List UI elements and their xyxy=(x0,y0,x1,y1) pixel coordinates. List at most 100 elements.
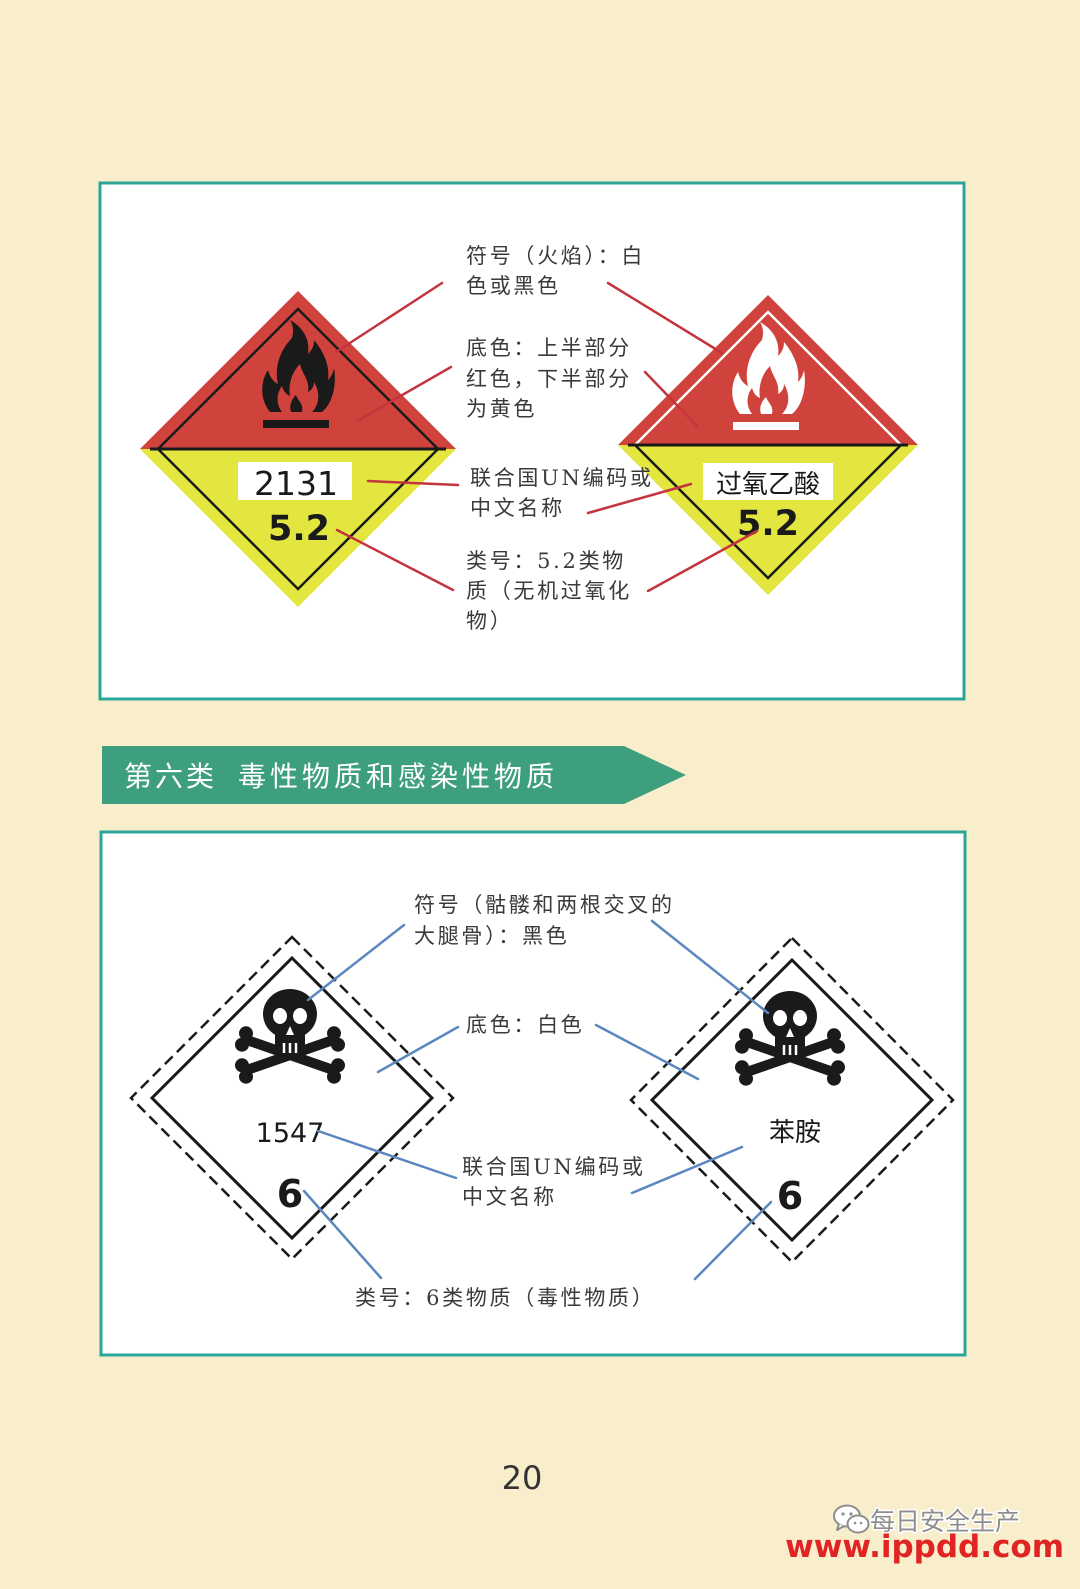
leader-line xyxy=(693,1200,773,1281)
bone-knob xyxy=(739,1071,753,1086)
bone-knob xyxy=(735,1060,749,1075)
annotation-line: 物） xyxy=(466,609,513,633)
chat-bubble-tail xyxy=(836,1523,845,1531)
annotation-line: 红色，下半部分 xyxy=(466,367,632,391)
placard-inner-border xyxy=(149,955,435,1241)
bone-knob xyxy=(239,1069,253,1084)
skull-head xyxy=(263,989,317,1039)
leader-line xyxy=(650,919,770,1015)
annotation-line: 为黄色 xyxy=(466,397,537,421)
leader-line xyxy=(366,479,460,487)
bone-knob xyxy=(831,1060,845,1075)
leader-line xyxy=(594,1023,700,1081)
annotation-class-number: 类号：6类物质（毒性物质） xyxy=(355,1286,655,1310)
placard-inner-border-top xyxy=(634,310,902,446)
annotation-line: 类号：6类物质（毒性物质） xyxy=(355,1286,655,1310)
placard-6-chinese-name: 苯胺 6 xyxy=(629,936,955,1264)
flame-icon xyxy=(732,322,805,430)
annotation-line: 底色：上半部分 xyxy=(466,336,632,360)
skull-eye xyxy=(293,1008,307,1024)
skull-crossbones-icon xyxy=(235,989,345,1084)
un-number: 1547 xyxy=(256,1118,325,1149)
leader-line xyxy=(335,528,455,592)
bone-knob xyxy=(739,1028,753,1043)
flame-icon xyxy=(262,320,335,428)
leader-line xyxy=(376,1025,460,1074)
class-number: 6 xyxy=(277,1172,303,1216)
annotation-line: 符号（火焰）：白 xyxy=(466,244,645,268)
leader-line xyxy=(643,370,699,428)
placard-bottom-yellow xyxy=(140,449,456,607)
bone-knob xyxy=(827,1071,841,1086)
skull-nose xyxy=(786,1028,794,1037)
leader-line xyxy=(334,281,444,354)
leader-line xyxy=(630,1145,744,1195)
annotation-line: 联合国UN编码或 xyxy=(470,466,654,490)
banner-class-label: 第六类 xyxy=(124,760,217,793)
un-number: 2131 xyxy=(254,464,338,503)
leader-line xyxy=(355,365,453,423)
chinese-name-box xyxy=(703,463,833,500)
leader-line xyxy=(302,1189,383,1280)
leader-line xyxy=(316,1129,458,1180)
leader-line xyxy=(646,529,759,593)
skull-crossbones-icon xyxy=(735,991,845,1086)
leader-lines-red xyxy=(334,281,759,593)
page-number: 20 xyxy=(502,1459,543,1497)
annotation-line: 中文名称 xyxy=(470,496,565,520)
annotation-un-code: 联合国UN编码或 中文名称 xyxy=(462,1155,643,1209)
placard-5-2-chinese-name: 过氧乙酸 5.2 xyxy=(618,295,918,595)
placard-6-un-number: 1547 6 xyxy=(129,935,455,1261)
skull-head xyxy=(763,991,817,1041)
flame-core xyxy=(760,397,773,414)
section-banner: 第六类 毒性物质和感染性物质 xyxy=(102,746,686,804)
leader-line xyxy=(586,482,693,515)
annotation-un-code: 联合国UN编码或 中文名称 xyxy=(470,466,654,520)
annotation-line: 类号：5.2类物 xyxy=(466,549,626,573)
chat-eye xyxy=(853,1521,857,1525)
flame-inner-cutout xyxy=(277,364,319,412)
bone-knob xyxy=(327,1026,341,1041)
flame-base-bar xyxy=(733,422,799,430)
chat-bubble-small xyxy=(846,1514,870,1534)
annotation-base-color: 底色：上半部分 红色，下半部分 为黄色 xyxy=(466,336,632,421)
placard-outer-dashed-edge xyxy=(129,935,455,1261)
leader-line xyxy=(606,281,724,355)
top-figure: 2131 5.2 过氧乙酸 5.2 符号（火焰）：白 色或黑色 xyxy=(98,181,966,701)
annotation-symbol: 符号（火焰）：白 色或黑色 xyxy=(466,244,645,298)
annotation-class-number: 类号：5.2类物 质（无机过氧化 物） xyxy=(466,549,629,633)
bone-knob xyxy=(235,1037,249,1052)
chinese-name: 苯胺 xyxy=(769,1118,821,1148)
flame-core xyxy=(290,395,303,412)
bone-knob xyxy=(831,1039,845,1054)
banner-arrow xyxy=(102,746,686,804)
bone-knob xyxy=(327,1069,341,1084)
bone-knob xyxy=(827,1028,841,1043)
annotation-line: 色或黑色 xyxy=(466,274,561,298)
watermark-account-name: 每日安全生产 xyxy=(870,1507,1020,1536)
leader-lines-blue xyxy=(302,919,773,1281)
un-number-box xyxy=(238,462,352,500)
annotation-symbol: 符号（骷髅和两根交叉的 大腿骨）：黑色 xyxy=(414,893,675,948)
bone-knob xyxy=(735,1039,749,1054)
annotation-line: 符号（骷髅和两根交叉的 xyxy=(414,893,675,917)
annotation-line: 中文名称 xyxy=(462,1185,557,1209)
skull-eye xyxy=(793,1010,807,1026)
chat-eye xyxy=(849,1512,853,1516)
watermark-site-url: www.ippdd.com xyxy=(785,1529,1064,1565)
banner-title: 毒性物质和感染性物质 xyxy=(238,760,558,793)
placard-bottom-yellow xyxy=(618,445,918,595)
placard-inner-border xyxy=(649,957,935,1243)
wechat-icon xyxy=(833,1504,870,1534)
placard-outer-dashed-edge xyxy=(629,936,955,1264)
annotation-line: 大腿骨）：黑色 xyxy=(414,924,569,948)
bone-knob xyxy=(331,1058,345,1073)
class-number: 6 xyxy=(777,1174,803,1218)
watermark: 每日安全生产 www.ippdd.com xyxy=(785,1504,1064,1565)
bottom-figure: 1547 6 xyxy=(99,830,967,1357)
bone-knob xyxy=(235,1058,249,1073)
class-number: 5.2 xyxy=(268,509,330,549)
placard-inner-border-bottom xyxy=(634,444,902,580)
skull-nose xyxy=(286,1026,294,1035)
